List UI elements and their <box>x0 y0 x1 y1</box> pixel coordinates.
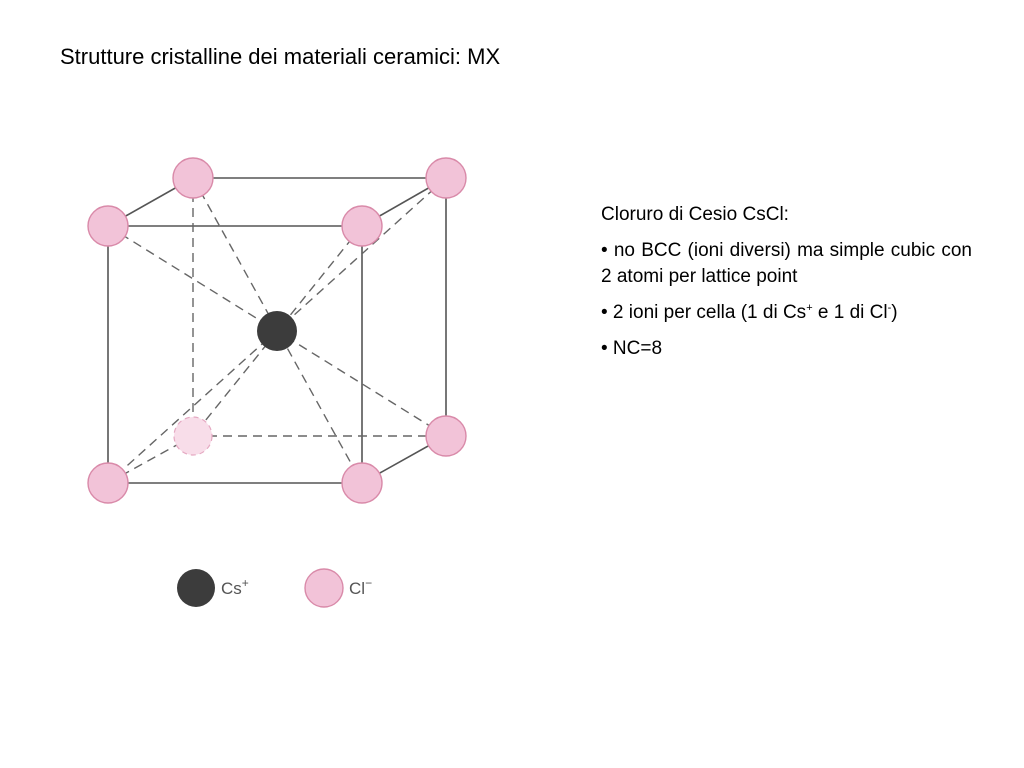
cl-charge-sup: - <box>887 302 892 314</box>
cl-ion-front-top-right <box>341 205 383 247</box>
cl-ion-front-bottom-left <box>87 462 129 504</box>
description-panel: Cloruro di Cesio CsCl: • no BCC (ioni di… <box>601 202 972 372</box>
cl-ion-back-top-right <box>425 157 467 199</box>
cs-ion-center <box>257 311 297 351</box>
slide-title: Strutture cristalline dei materiali cera… <box>60 44 501 69</box>
cl-ion-back-bottom-left <box>173 416 213 456</box>
bullet-coordination-number: • NC=8 <box>601 338 663 359</box>
ions-text-1: • 2 ioni per cella (1 di Cs <box>601 302 807 323</box>
cl-ion-back-top-left <box>172 157 214 199</box>
legend-cl-charge: − <box>365 576 372 590</box>
legend-cl-symbol: Cl <box>349 579 365 598</box>
ions-text-3: ) <box>891 302 898 323</box>
legend-cl-label: Cl− <box>349 576 372 598</box>
legend-cs-swatch <box>177 569 215 607</box>
description-heading: Cloruro di Cesio CsCl: <box>601 204 789 225</box>
cl-ion-front-top-left <box>87 205 129 247</box>
legend-cs-symbol: Cs <box>221 579 242 598</box>
cl-ion-back-bottom-right <box>425 415 467 457</box>
cl-ions-corners <box>87 157 467 504</box>
legend-cs-charge: + <box>242 576 249 590</box>
bullet-structure-type: • no BCC (ioni diversi) ma simple cubic … <box>601 240 972 287</box>
legend: Cs+ Cl− <box>177 568 372 608</box>
cl-ion-front-bottom-right <box>341 462 383 504</box>
legend-cl-swatch <box>304 568 344 608</box>
cs-charge-sup: + <box>806 302 813 314</box>
ions-text-2: e 1 di Cl <box>812 302 888 323</box>
bullet-ions-per-cell: • 2 ioni per cella (1 di Cs+ e 1 di Cl-) <box>601 300 972 326</box>
legend-cs-label: Cs+ <box>221 576 249 598</box>
diagonal-3 <box>192 177 363 484</box>
